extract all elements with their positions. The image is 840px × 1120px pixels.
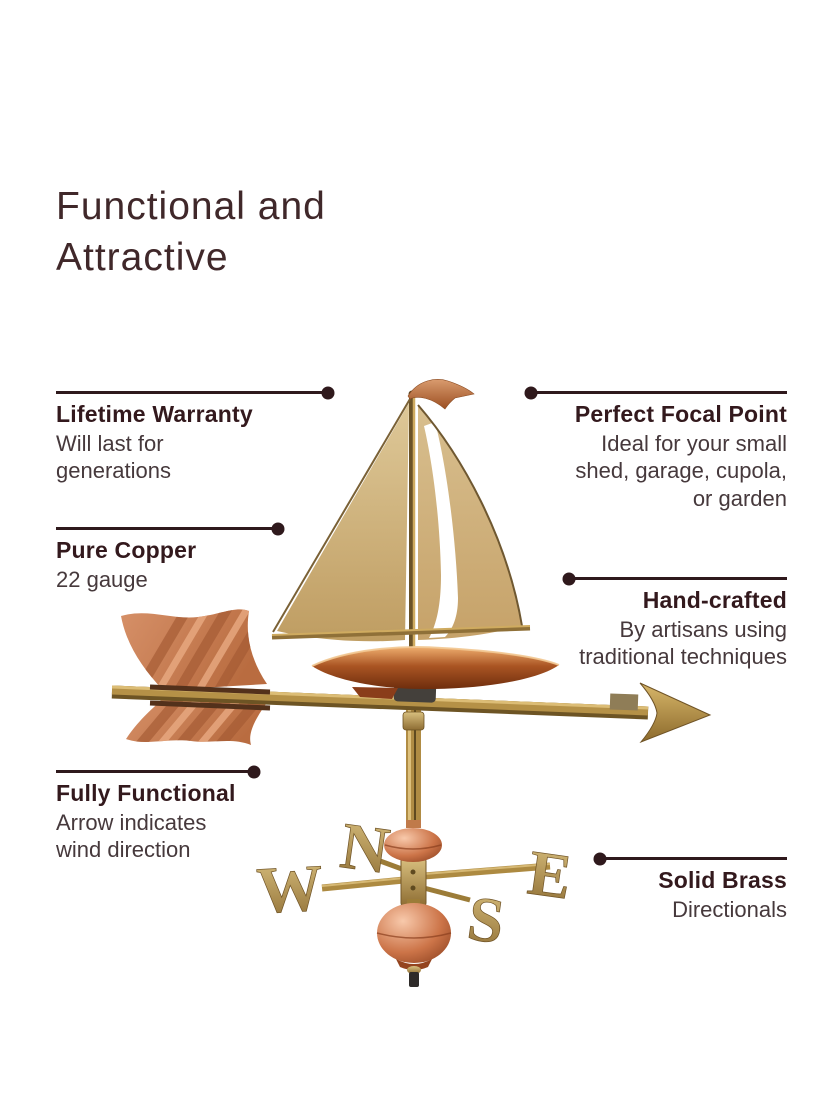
sailboat	[271, 379, 531, 664]
callout-body: By artisans using traditional techniques	[579, 617, 787, 670]
callout-body: Ideal for your small shed, garage, cupol…	[575, 431, 787, 511]
callout-dot	[524, 386, 538, 399]
directional-hub	[400, 857, 427, 907]
spire-rod	[406, 700, 421, 828]
callout-dot	[562, 572, 576, 585]
arrow-fletching	[121, 609, 268, 745]
large-copper-ball	[376, 899, 452, 970]
callout-body: 22 gauge	[56, 567, 148, 592]
boom-highlight	[271, 625, 531, 636]
directional-letter-north: N	[336, 809, 393, 888]
small-copper-ball	[384, 820, 442, 862]
callout-dot	[271, 522, 285, 535]
hub-bolt	[410, 869, 416, 875]
callout-line	[56, 522, 285, 535]
callout-heading: Hand-crafted	[642, 587, 787, 613]
callout-line	[56, 765, 261, 778]
keel	[352, 687, 398, 699]
mainsail-gap	[424, 422, 458, 638]
forestay	[272, 398, 411, 633]
directional-rod-west-highlight	[321, 877, 405, 887]
callout-line	[562, 572, 787, 585]
callout-line	[56, 386, 335, 399]
callout-dot	[247, 765, 261, 778]
callout-line	[593, 852, 787, 865]
callout-hand-crafted: Hand-crafted By artisans using tradition…	[492, 572, 787, 671]
leech-batten	[417, 404, 523, 627]
callout-body: Will last for generations	[56, 431, 171, 484]
flag-pennant	[407, 379, 475, 410]
callout-line	[524, 386, 787, 399]
callout-dot	[321, 386, 335, 399]
directional-rod-south	[419, 884, 471, 903]
callout-perfect-focal-point: Perfect Focal Point Ideal for your small…	[497, 386, 787, 512]
callout-heading: Lifetime Warranty	[56, 401, 253, 427]
directional-rod-east	[423, 862, 551, 880]
spire-collar	[402, 711, 425, 731]
directional-letter-east: E	[524, 837, 576, 913]
callout-pure-copper: Pure Copper 22 gauge	[56, 522, 341, 593]
callout-heading: Solid Brass	[658, 867, 787, 893]
arrow-ferrule	[609, 693, 639, 711]
hub-bolt	[410, 885, 416, 891]
directional-rod-east-highlight	[423, 863, 551, 875]
page-title: Functional and Attractive	[56, 185, 326, 279]
callout-solid-brass: Solid Brass Directionals	[502, 852, 787, 923]
callout-dot	[593, 852, 607, 865]
directional-rods	[321, 855, 551, 903]
callout-fully-functional: Fully Functional Arrow indicates wind di…	[56, 765, 341, 864]
callout-heading: Pure Copper	[56, 537, 197, 563]
directional-rod-west	[321, 876, 405, 892]
jib-sail	[277, 403, 409, 642]
callout-body: Directionals	[672, 897, 787, 922]
callout-heading: Perfect Focal Point	[574, 401, 787, 427]
callout-heading: Fully Functional	[56, 780, 236, 806]
callout-body: Arrow indicates wind direction	[56, 810, 207, 863]
directional-letter-west: W	[255, 851, 325, 927]
base-knob	[407, 966, 421, 974]
callout-lifetime-warranty: Lifetime Warranty Will last for generati…	[56, 386, 341, 485]
mounting-rod	[409, 972, 419, 987]
boom	[271, 625, 531, 640]
arrow-head	[639, 682, 712, 744]
hull	[311, 646, 560, 699]
